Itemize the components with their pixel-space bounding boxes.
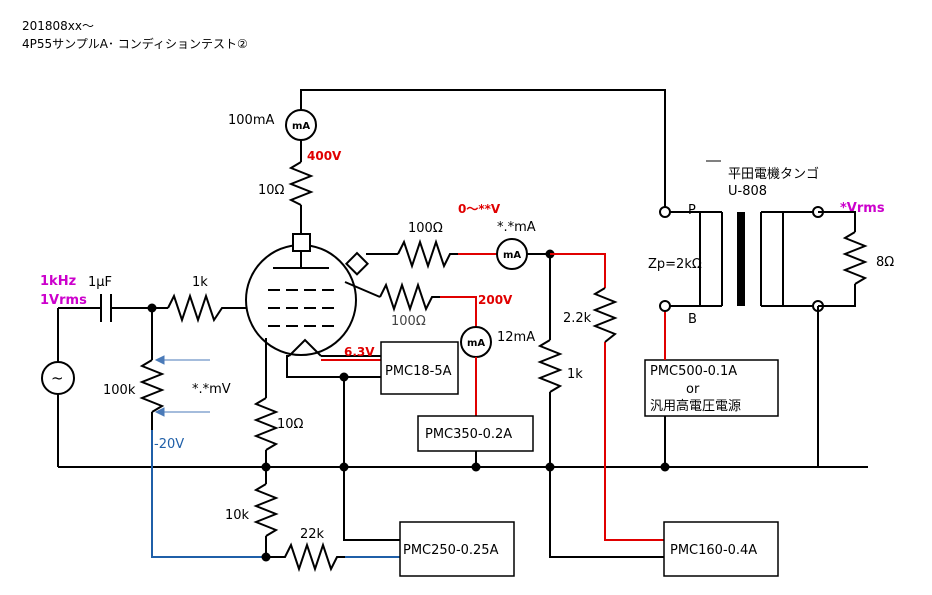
aux-voltage-label: 0～**V xyxy=(458,202,501,216)
svg-text:PMC18-5A: PMC18-5A xyxy=(385,364,452,379)
screen-ground-dot xyxy=(471,462,481,472)
svg-text:or: or xyxy=(686,382,700,397)
aux-wire xyxy=(366,238,458,270)
svg-text:汎用高電圧電源: 汎用高電圧電源 xyxy=(650,398,741,414)
tube-top-cap xyxy=(292,233,311,252)
aux-supply: PMC160-0.4A xyxy=(663,521,779,577)
heater-wire xyxy=(286,355,381,378)
bias-voltage-label: -20V xyxy=(154,437,184,452)
transformer-model-label: U-808 xyxy=(728,184,767,199)
svg-text:mA: mA xyxy=(503,250,521,261)
coupling-capacitor-label: 1μF xyxy=(88,275,112,290)
grid-resistor-label: 1k xyxy=(192,275,208,290)
heater-supply: PMC18-5A xyxy=(380,341,459,395)
svg-text:PMC500-0.1A: PMC500-0.1A xyxy=(650,364,737,379)
heater-ground-wire xyxy=(343,377,400,541)
aux-ammeter: mA xyxy=(496,238,528,270)
heater-ground-dot xyxy=(339,462,349,472)
svg-text:PMC350-0.2A: PMC350-0.2A xyxy=(425,427,512,442)
plate-ammeter: mA xyxy=(285,109,317,141)
screen-ammeter: mA xyxy=(460,326,492,358)
grid-voltage-meter-label: *.*mV xyxy=(192,382,231,397)
cathode-resistor-label: 10Ω xyxy=(277,417,304,432)
tube-4p55 xyxy=(245,244,357,357)
screen-ammeter-label: 12mA xyxy=(497,330,535,345)
tube-side-cap xyxy=(344,251,370,276)
header-date: 201808xx～ xyxy=(22,19,94,33)
bias-series-resistor xyxy=(268,541,345,573)
load-resistor-label: 8Ω xyxy=(876,255,894,270)
svg-text:PMC160-0.4A: PMC160-0.4A xyxy=(670,543,757,558)
bias-bleeder-label: 10k xyxy=(225,508,250,523)
output-level-label: *Vrms xyxy=(840,201,885,216)
transformer-name-label: 平田電機タンゴ xyxy=(728,166,819,182)
voltmeter-arrows xyxy=(154,355,210,417)
potentiometer-label: 100k xyxy=(103,383,136,398)
divider-top-resistor xyxy=(592,287,618,343)
plate-wire xyxy=(288,89,666,234)
cathode-ground-dot xyxy=(261,462,271,472)
input-level-label: 1Vrms xyxy=(40,293,87,308)
svg-text:PMC250-0.25A: PMC250-0.25A xyxy=(403,543,499,558)
screen-red-wire xyxy=(440,296,477,327)
terminal-p-label: P xyxy=(688,203,696,218)
screen-voltage-label: 200V xyxy=(478,293,513,307)
grid-resistor xyxy=(167,292,248,324)
signal-generator xyxy=(41,307,101,467)
svg-text:mA: mA xyxy=(292,121,310,132)
bias-potentiometer xyxy=(139,308,165,430)
terminal-b-label: B xyxy=(688,312,697,327)
divider-bottom-label: 1k xyxy=(567,367,583,382)
heater-voltage-label: 6.3V xyxy=(344,345,375,359)
plate-resistor-label: 10Ω xyxy=(258,183,285,198)
terminal-b xyxy=(659,300,671,312)
terminal-p xyxy=(659,206,671,218)
aux-ground-dot xyxy=(545,462,555,472)
divider-red-wire xyxy=(550,253,664,541)
aux-ammeter-label: *.*mA xyxy=(497,220,536,235)
bias-series-label: 22k xyxy=(300,527,325,542)
divider-top-label: 2.2k xyxy=(563,311,592,326)
bias-junction-dot xyxy=(261,552,271,562)
bias-wire xyxy=(151,430,400,558)
plate-ammeter-label: 100mA xyxy=(228,113,274,128)
coupling-capacitor xyxy=(100,294,168,322)
impedance-label: Zp=2kΩ xyxy=(648,257,702,272)
cathode-wire xyxy=(253,338,279,557)
input-frequency-label: 1kHz xyxy=(40,274,76,289)
header-title: 4P55サンプルA･ コンディションテスト② xyxy=(22,36,248,51)
aux-resistor-label: 100Ω xyxy=(408,221,443,236)
svg-text:mA: mA xyxy=(467,338,485,349)
screen-resistor-label: 100Ω xyxy=(391,314,426,329)
generator-symbol: ~ xyxy=(51,369,64,387)
screen-wire xyxy=(344,281,440,313)
plate-supply-ground-dot xyxy=(660,462,670,472)
transformer-core xyxy=(737,212,745,306)
bias-supply: PMC250-0.25A xyxy=(399,521,515,577)
aux-supply-wire xyxy=(527,253,664,558)
load-resistor xyxy=(817,211,868,467)
plate-supply: PMC500-0.1A or 汎用高電圧電源 xyxy=(644,359,779,417)
screen-supply: PMC350-0.2A xyxy=(417,415,534,452)
plate-voltage-label: 400V xyxy=(307,149,342,163)
